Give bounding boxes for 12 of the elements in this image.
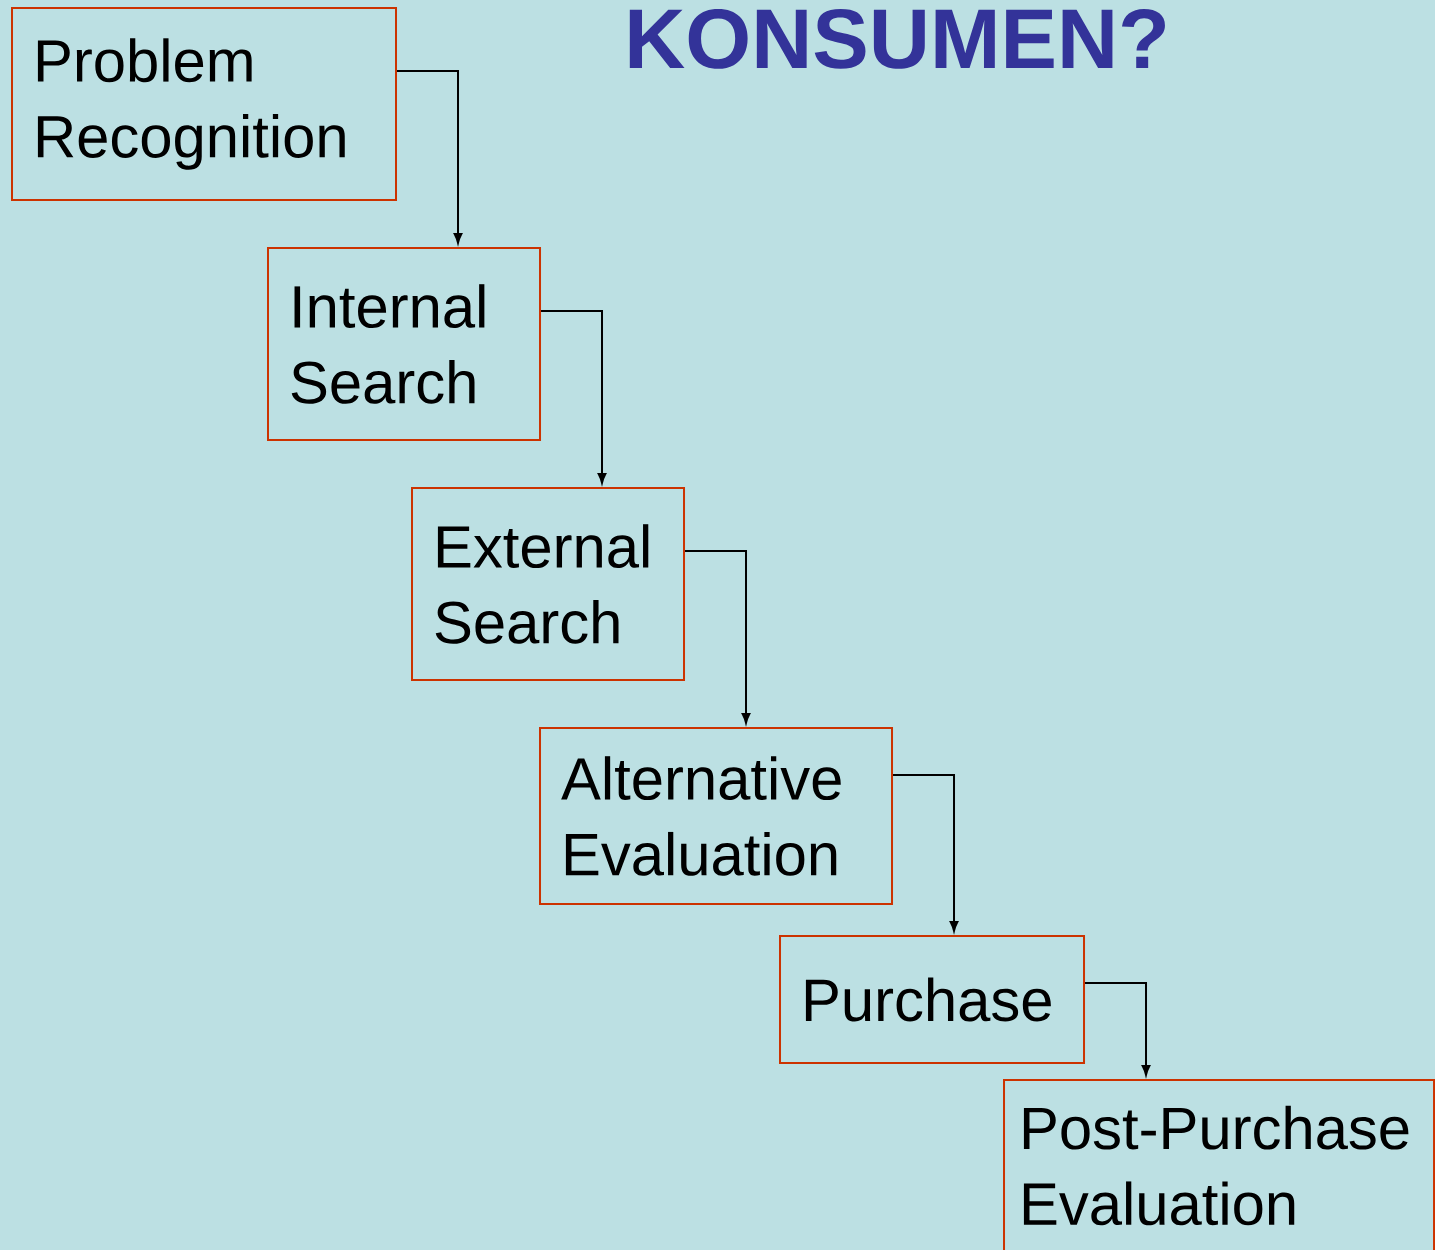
process-box: Post-Purchase Evaluation (1003, 1079, 1435, 1250)
arrow (396, 70, 463, 244)
process-box: Problem Recognition (11, 7, 397, 201)
arrow (684, 550, 751, 724)
process-box: Purchase (779, 935, 1085, 1064)
process-box: External Search (411, 487, 685, 681)
arrow (1084, 982, 1151, 1076)
arrow (540, 310, 607, 484)
process-box: Internal Search (267, 247, 541, 441)
title: KONSUMEN? (629, 8, 1165, 69)
arrow (892, 774, 959, 932)
process-box: Alternative Evaluation (539, 727, 893, 905)
